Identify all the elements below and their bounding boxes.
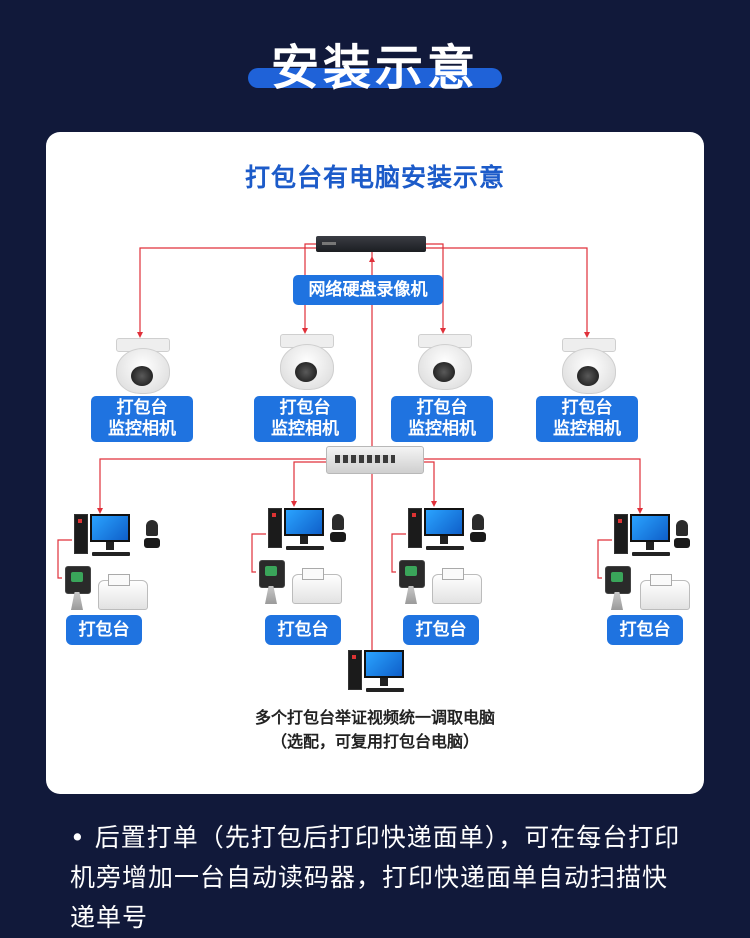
- central-review-computer: [348, 650, 410, 694]
- network-switch: [326, 446, 424, 474]
- central-pc-note-optional: （选配，可复用打包台电脑）: [0, 728, 750, 752]
- camera-label-line2: 监控相机: [536, 419, 638, 440]
- dome-camera: [558, 338, 618, 394]
- dome-camera: [276, 334, 336, 390]
- label-printer: [640, 574, 688, 608]
- desktop-computer: [74, 514, 136, 558]
- camera-label-line2: 监控相机: [254, 419, 356, 440]
- desktop-computer: [268, 508, 330, 552]
- wire-switch-station2: [294, 462, 326, 505]
- desktop-computer: [408, 508, 470, 552]
- dome-camera: [414, 334, 474, 390]
- desktop-computer: [614, 514, 676, 558]
- wire-nvr-cam4: [426, 248, 587, 336]
- barcode-reader: [62, 566, 92, 610]
- camera-label: 打包台 监控相机: [91, 396, 193, 442]
- barcode-reader: [256, 560, 286, 604]
- handheld-scanner: [674, 520, 690, 550]
- nvr-device: [316, 236, 426, 252]
- footer-description: • 后置打单（先打包后打印快递面单），可在每台打印机旁增加一台自动读码器，打印快…: [70, 818, 690, 938]
- label-printer: [292, 568, 340, 602]
- dome-camera: [112, 338, 172, 394]
- camera-label-line1: 打包台: [91, 398, 193, 419]
- station-label: 打包台: [66, 615, 142, 645]
- central-pc-note: 多个打包台举证视频统一调取电脑: [0, 704, 750, 728]
- bullet-point: •: [70, 823, 86, 852]
- camera-label: 打包台 监控相机: [254, 396, 356, 442]
- handheld-scanner: [470, 514, 486, 544]
- station-label: 打包台: [607, 615, 683, 645]
- barcode-reader: [602, 566, 632, 610]
- footer-text: 后置打单（先打包后打印快递面单），可在每台打印机旁增加一台自动读码器，打印快递面…: [70, 823, 680, 932]
- wire-nvr-cam1: [140, 248, 316, 336]
- station-label: 打包台: [403, 615, 479, 645]
- nvr-label: 网络硬盘录像机: [293, 275, 443, 305]
- barcode-reader: [396, 560, 426, 604]
- camera-label-line1: 打包台: [391, 398, 493, 419]
- wire-switch-station4: [422, 459, 640, 512]
- camera-label-line1: 打包台: [536, 398, 638, 419]
- label-printer: [432, 568, 480, 602]
- camera-label-line1: 打包台: [254, 398, 356, 419]
- label-printer: [98, 574, 146, 608]
- handheld-scanner: [330, 514, 346, 544]
- camera-label-line2: 监控相机: [91, 419, 193, 440]
- camera-label-line2: 监控相机: [391, 419, 493, 440]
- camera-label: 打包台 监控相机: [536, 396, 638, 442]
- handheld-scanner: [144, 520, 160, 550]
- station-label: 打包台: [265, 615, 341, 645]
- wire-switch-station1: [100, 459, 326, 512]
- camera-label: 打包台 监控相机: [391, 396, 493, 442]
